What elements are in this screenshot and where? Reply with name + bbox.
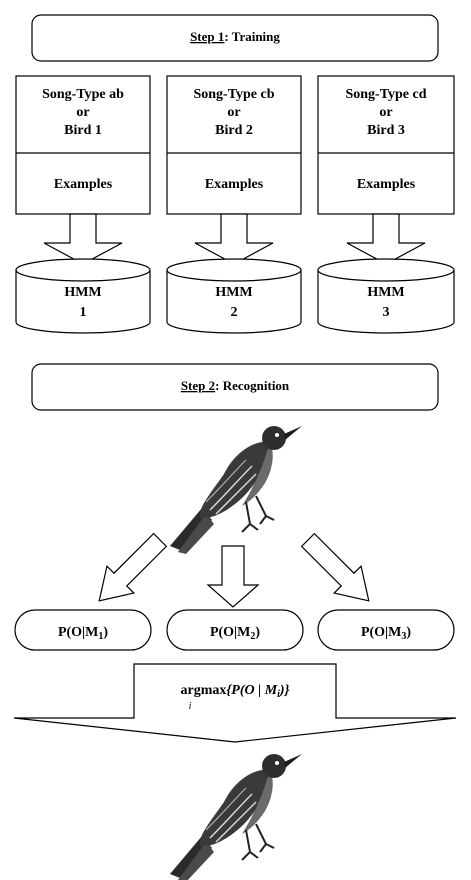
step1-label: Step 1 xyxy=(190,29,224,44)
bird-label-3: Bird 3 xyxy=(367,123,405,138)
step1-header: Step 1: Training xyxy=(31,14,439,62)
arrow-to-prob-2 xyxy=(206,545,260,608)
arrow-to-prob-1 xyxy=(98,532,168,602)
step1-title: : Training xyxy=(224,29,280,44)
training-column-3: Song-Type cd or Bird 3 Examples HMM 3 xyxy=(317,75,455,334)
examples-label-3: Examples xyxy=(357,177,416,192)
arrow-to-prob-3 xyxy=(300,532,370,602)
prob-text-3: P(O|M xyxy=(361,625,401,640)
step2-header: Step 2: Recognition xyxy=(31,363,439,411)
bird-icon xyxy=(169,425,303,555)
hmm-number-2: 2 xyxy=(231,305,238,320)
hmm-cylinder-2 xyxy=(166,270,302,334)
recognized-bird-icon xyxy=(169,753,303,880)
argmax-arrow: argmax{P(O | Mi)} i xyxy=(13,663,457,743)
svg-text:P(O|M1): P(O|M1) xyxy=(58,625,108,642)
or-2: or xyxy=(227,105,240,120)
training-column-2: Song-Type cb or Bird 2 Examples HMM 2 xyxy=(166,75,302,334)
hmm-number-1: 1 xyxy=(80,305,87,320)
svg-text:Step 2: Recognition: Step 2: Recognition xyxy=(181,378,290,393)
argmax-index: i xyxy=(189,701,192,712)
prob-end-2: ) xyxy=(255,625,260,640)
down-arrow-3 xyxy=(346,213,426,265)
prob-pill-1: P(O|M1) xyxy=(14,609,152,651)
step2-title: : Recognition xyxy=(215,378,290,393)
example-box-1 xyxy=(15,75,151,215)
bird-label-1: Bird 1 xyxy=(64,123,102,138)
down-arrow-1 xyxy=(43,213,123,265)
bird-label-2: Bird 2 xyxy=(215,123,253,138)
hmm-cylinder-3 xyxy=(317,270,455,334)
examples-label-1: Examples xyxy=(54,177,113,192)
argmax-expr-sub: i xyxy=(277,689,280,700)
svg-text:Step 1: Training: Step 1: Training xyxy=(190,29,280,44)
prob-text-1: P(O|M xyxy=(58,625,98,640)
prob-sub-3: 3 xyxy=(401,631,406,642)
song-type-2: Song-Type cb xyxy=(193,87,274,102)
hmm-cylinder-1 xyxy=(15,270,151,334)
prob-pill-2: P(O|M2) xyxy=(166,609,304,651)
prob-sub-2: 2 xyxy=(250,631,255,642)
prob-sub-1: 1 xyxy=(98,631,103,642)
hmm-number-3: 3 xyxy=(383,305,390,320)
hmm-label-3: HMM xyxy=(367,285,404,300)
svg-text:P(O|M2): P(O|M2) xyxy=(210,625,260,642)
hmm-label-1: HMM xyxy=(64,285,101,300)
argmax-label: argmax xyxy=(181,683,227,698)
prob-pill-3: P(O|M3) xyxy=(317,609,455,651)
examples-label-2: Examples xyxy=(205,177,264,192)
prob-end-3: ) xyxy=(406,625,411,640)
training-column-1: Song-Type ab or Bird 1 Examples HMM 1 xyxy=(15,75,151,334)
song-type-1: Song-Type ab xyxy=(42,87,124,102)
song-type-3: Song-Type cd xyxy=(345,87,426,102)
step2-label: Step 2 xyxy=(181,378,215,393)
argmax-expr-end: )} xyxy=(278,683,290,698)
example-box-3 xyxy=(317,75,455,215)
argmax-expr: {P(O | M xyxy=(226,683,277,698)
or-3: or xyxy=(379,105,392,120)
example-box-2 xyxy=(166,75,302,215)
prob-end-1: ) xyxy=(103,625,108,640)
hmm-label-2: HMM xyxy=(215,285,252,300)
svg-text:P(O|M3): P(O|M3) xyxy=(361,625,411,642)
prob-text-2: P(O|M xyxy=(210,625,250,640)
or-1: or xyxy=(76,105,89,120)
down-arrow-2 xyxy=(194,213,274,265)
svg-text:argmax{P(O | Mi)}: argmax{P(O | Mi)} xyxy=(181,683,290,700)
